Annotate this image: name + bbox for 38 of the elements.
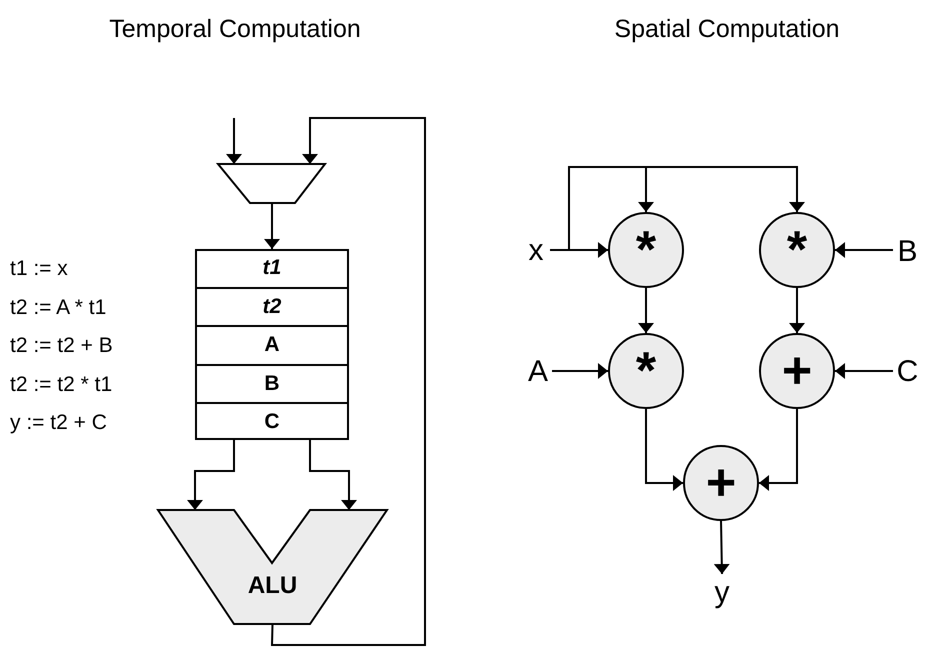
arrow	[759, 409, 798, 491]
signal-label: C	[893, 352, 922, 392]
register-slot: A	[197, 325, 347, 364]
signal-label: x	[522, 232, 550, 270]
signal-label: y	[708, 574, 736, 612]
arrow	[789, 288, 805, 333]
arrow	[552, 363, 608, 379]
operator-circle: *	[608, 333, 684, 409]
register-slot: C	[197, 402, 347, 440]
register-slot: B	[197, 364, 347, 402]
arrow	[226, 118, 242, 164]
alu-label: ALU	[246, 572, 298, 600]
operator-circle: +	[683, 445, 759, 521]
arrow	[264, 203, 280, 249]
arrow	[835, 363, 893, 379]
code-line: t1 := x	[10, 257, 68, 281]
operator-circle: *	[759, 212, 835, 288]
code-line: y := t2 + C	[10, 411, 107, 435]
arrow	[638, 288, 654, 333]
arrow	[187, 440, 235, 510]
arrow	[309, 440, 357, 510]
arrow	[645, 409, 683, 491]
operator-circle: *	[608, 212, 684, 288]
code-line: t2 := t2 + B	[10, 334, 113, 358]
code-line: t2 := t2 * t1	[10, 372, 112, 396]
arrow	[714, 520, 730, 574]
register-slot: t1	[197, 249, 347, 288]
signal-label: A	[524, 352, 552, 392]
arrow	[550, 166, 805, 251]
register-file	[195, 249, 349, 440]
arrow	[270, 117, 426, 646]
arrow	[835, 242, 893, 258]
code-line: t2 := A * t1	[10, 296, 106, 320]
signal-label: B	[893, 232, 922, 272]
section-heading: Spatial Computation	[613, 14, 841, 45]
operator-circle: +	[759, 333, 835, 409]
section-heading: Temporal Computation	[108, 14, 362, 45]
register-slot: t2	[197, 287, 347, 326]
